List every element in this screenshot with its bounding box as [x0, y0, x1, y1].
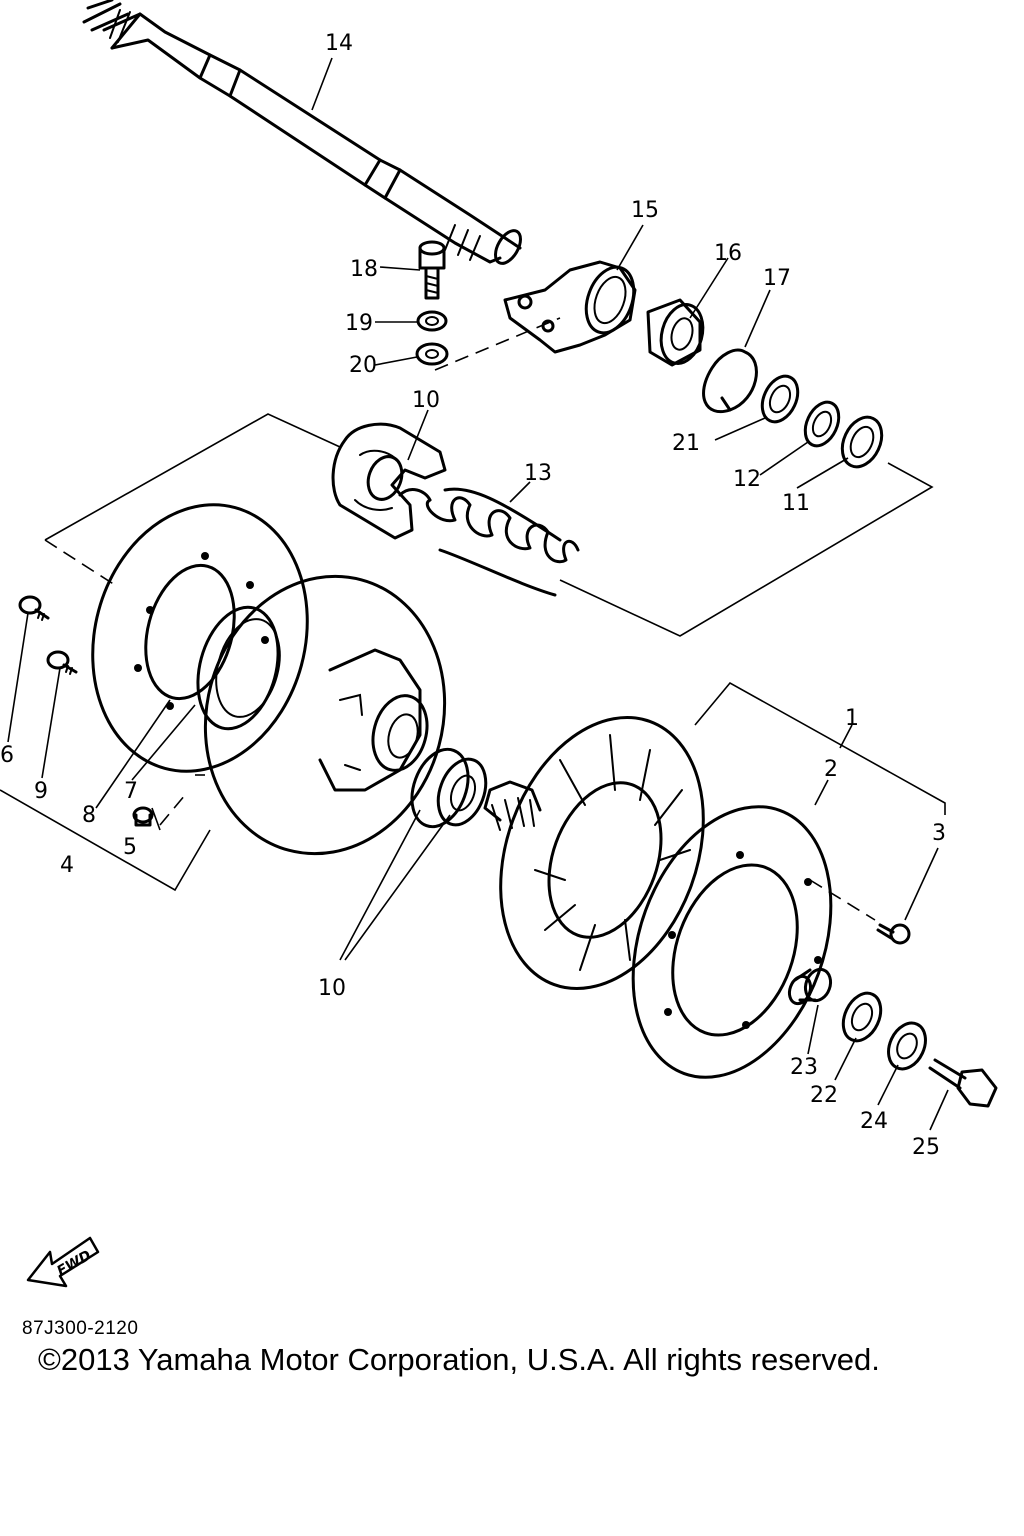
circlip-part-18	[702, 348, 758, 413]
label-15: 14	[325, 31, 353, 56]
label-17: 16	[714, 241, 742, 266]
label-20: 19	[345, 311, 373, 336]
label-19: 18	[350, 257, 378, 282]
seal-part-11	[410, 747, 488, 829]
sheave-plate-part-2	[631, 805, 833, 1079]
assembly-brackets	[0, 413, 946, 892]
collar-part-24	[787, 967, 833, 1006]
bushing-part-7	[196, 605, 281, 731]
label-21: 20	[349, 353, 377, 378]
movable-sheave-part-4	[203, 574, 447, 856]
bolt-part-5	[132, 806, 154, 827]
bearing-part-17	[646, 298, 705, 367]
washer-part-12	[840, 415, 884, 469]
label-14: 13	[524, 461, 552, 486]
fixed-sheave-part-1	[483, 715, 705, 991]
leader-lines	[7, 57, 949, 1131]
label-24: 23	[790, 1055, 818, 1080]
sheave-plate-part-8	[91, 503, 309, 773]
label-26: 25	[912, 1135, 940, 1160]
label-9: 9	[34, 779, 48, 804]
label-11: 10	[318, 976, 346, 1001]
label-25: 24	[860, 1109, 888, 1134]
label-16: 15	[631, 198, 659, 223]
washer-part-20	[416, 310, 448, 332]
forward-arrow-icon: FWD	[26, 1236, 100, 1288]
diagram-code: 87J300-2120	[22, 1318, 139, 1339]
label-10-upper: 10	[412, 388, 440, 413]
washer-part-23	[841, 991, 883, 1043]
label-2: 2	[824, 757, 838, 782]
spring-part-14	[398, 487, 580, 597]
label-13: 12	[733, 467, 761, 492]
label-3: 3	[932, 821, 946, 846]
label-12: 11	[782, 491, 810, 516]
label-1: 1	[845, 706, 859, 731]
bolt-part-26	[928, 1058, 998, 1108]
washer-part-21	[415, 342, 449, 366]
washer-part-25	[887, 1021, 927, 1071]
label-7: 7	[124, 779, 138, 804]
label-5: 5	[123, 835, 137, 860]
label-6: 6	[0, 743, 14, 768]
copyright-notice: ©2013 Yamaha Motor Corporation, U.S.A. A…	[38, 1342, 880, 1377]
bolt-part-9	[46, 650, 78, 675]
bolt-part-3	[876, 923, 911, 945]
washer-part-22	[760, 374, 800, 424]
label-18: 17	[763, 266, 791, 291]
label-4: 4	[60, 853, 74, 878]
bolt-part-19	[418, 240, 446, 300]
bolt-part-6	[18, 595, 50, 621]
part-labels: 14 15 16 17 18 19 20 10 13 21 12 11 1 2 …	[0, 31, 946, 1160]
shaft-part-15	[82, 0, 522, 265]
label-8: 8	[82, 803, 96, 828]
label-23: 22	[810, 1083, 838, 1108]
spider-part-10	[331, 422, 447, 540]
washer-part-13	[803, 400, 841, 448]
label-22: 21	[672, 431, 700, 456]
bearing-housing-part-16	[503, 260, 637, 354]
